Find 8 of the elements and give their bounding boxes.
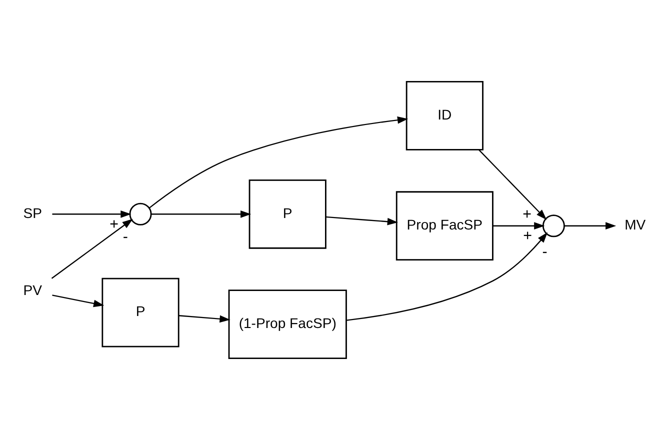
edge-label: -	[122, 228, 128, 246]
node-text: PV	[23, 282, 42, 298]
edge-label: +	[522, 205, 532, 222]
edge-label: +	[110, 215, 119, 232]
edge-label: +	[523, 227, 532, 244]
node-text: SP	[23, 204, 42, 220]
edge-label: -	[542, 242, 548, 260]
node-text: MV	[624, 216, 646, 232]
